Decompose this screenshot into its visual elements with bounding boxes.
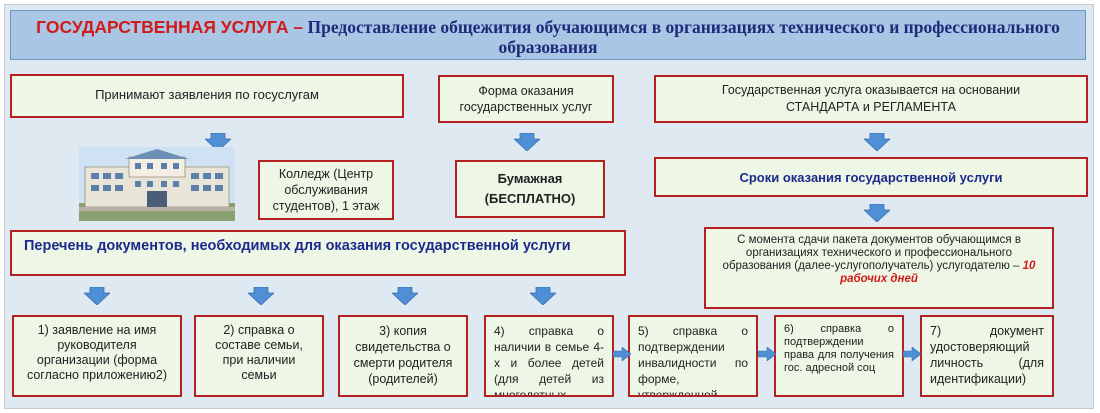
doc-text-6: 6) справка о подтверждении права для пол… [784,323,894,374]
title-red-part: ГОСУДАРСТВЕННАЯ УСЛУГА – [36,17,304,37]
doc-item-6: 6) справка о подтверждении права для пол… [774,315,904,397]
form-box: Форма оказания государственных услуг [438,75,614,123]
doc-text-1: 1) заявление на имя руководителя организ… [26,323,168,382]
arrow-down-icon [84,287,110,305]
arrow-down-icon [205,133,231,151]
college-box: Колледж (Центр обслуживания студентов), … [258,160,394,220]
paper-box: Бумажная (БЕСПЛАТНО) [455,160,605,218]
paper-line1: Бумажная [497,171,563,186]
doc-text-5: 5) справка о подтверждении инвалидности … [638,324,748,397]
college-building-image [79,147,235,221]
arrow-down-icon [864,133,890,151]
arrow-down-icon [864,204,890,222]
arrow-down-icon [248,287,274,305]
basis-box: Государственная услуга оказывается на ос… [654,75,1088,123]
doc-text-7: 7) документ удостоверяющий личность (для… [930,324,1044,386]
docs-header-text: Перечень документов, необходимых для ока… [24,238,571,254]
doc-item-5: 5) справка о подтверждении инвалидности … [628,315,758,397]
arrow-down-icon [514,133,540,151]
doc-item-4: 4) справка о наличии в семье 4-х и более… [484,315,614,397]
doc-item-7: 7) документ удостоверяющий личность (для… [920,315,1054,397]
college-text: Колледж (Центр обслуживания студентов), … [272,167,380,213]
paper-line2: (БЕСПЛАТНО) [484,191,576,206]
title-banner: ГОСУДАРСТВЕННАЯ УСЛУГА – Предоставление … [10,10,1086,60]
title-text: ГОСУДАРСТВЕННАЯ УСЛУГА – Предоставление … [11,11,1085,57]
docs-header-box: Перечень документов, необходимых для ока… [10,230,626,276]
doc-text-2: 2) справка о составе семьи, при наличии … [215,323,303,382]
arrow-right-icon [613,347,631,361]
basis-line1: Государственная услуга оказывается на ос… [721,83,1021,97]
arrow-right-icon [903,347,921,361]
terms-box: Сроки оказания государственной услуги [654,157,1088,197]
accept-text: Принимают заявления по госуслугам [95,87,319,102]
doc-item-1: 1) заявление на имя руководителя организ… [12,315,182,397]
term-detail-text: С момента сдачи пакета документов обучаю… [722,234,1021,272]
arrow-right-icon [758,347,776,361]
title-blue-part: Предоставление общежития обучающимся в о… [307,17,1060,57]
form-text: Форма оказания государственных услуг [459,84,593,114]
basis-line2: СТАНДАРТА и РЕГЛАМЕНТА [786,100,956,114]
arrow-down-icon [392,287,418,305]
arrow-down-icon [530,287,556,305]
term-detail-highlight: 10 рабочих дней [840,260,1036,285]
accept-box: Принимают заявления по госуслугам [10,74,404,118]
doc-text-3: 3) копия свидетельства о смерти родителя… [353,324,453,386]
doc-item-2: 2) справка о составе семьи, при наличии … [194,315,324,397]
terms-text: Сроки оказания государственной услуги [739,169,1003,185]
doc-item-3: 3) копия свидетельства о смерти родителя… [338,315,468,397]
term-detail-box: С момента сдачи пакета документов обучаю… [704,227,1054,309]
doc-text-4: 4) справка о наличии в семье 4-х и более… [494,324,604,397]
